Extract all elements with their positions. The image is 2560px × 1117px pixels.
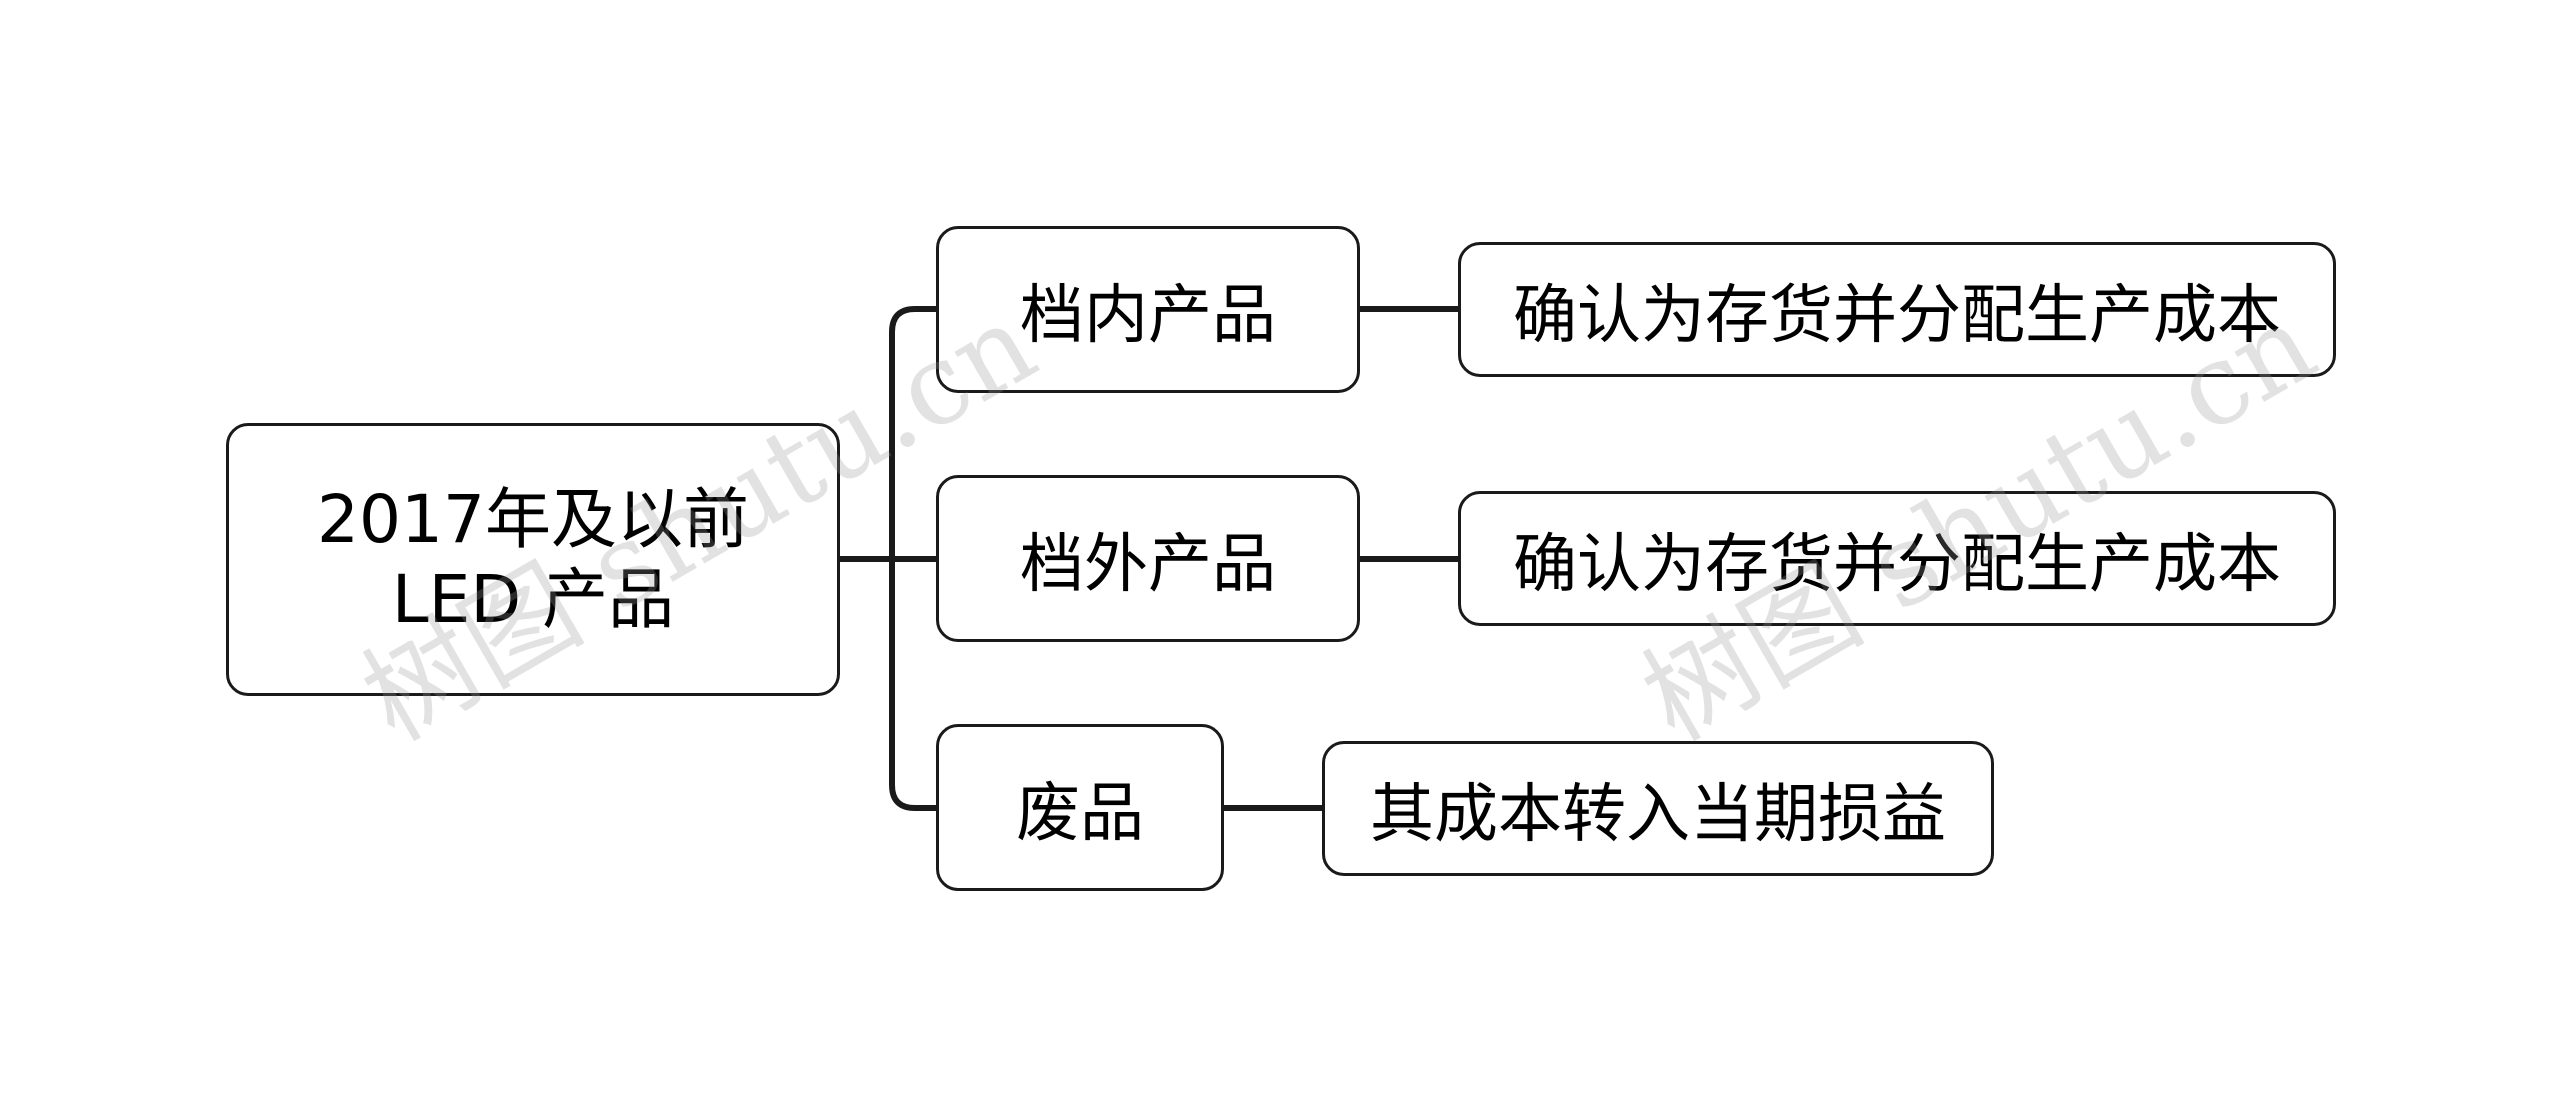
leaf-node-label: 其成本转入当期损益 — [1370, 777, 1946, 852]
branch-node-out-of-spec[interactable]: 档外产品 — [936, 475, 1360, 642]
branch-node-in-spec[interactable]: 档内产品 — [936, 226, 1360, 393]
leaf-node-scrap-detail[interactable]: 其成本转入当期损益 — [1322, 741, 1994, 876]
root-node-line2: LED 产品 — [391, 560, 675, 638]
branch-node-scrap[interactable]: 废品 — [936, 724, 1224, 891]
leaf-node-label: 确认为存货并分配生产成本 — [1513, 527, 2281, 602]
leaf-node-label: 确认为存货并分配生产成本 — [1513, 278, 2281, 353]
leaf-node-out-of-spec-detail[interactable]: 确认为存货并分配生产成本 — [1458, 491, 2336, 626]
branch-node-label: 废品 — [1016, 776, 1144, 851]
branch-node-label: 档内产品 — [1020, 278, 1276, 353]
root-node-line1: 2017年及以前 — [317, 481, 749, 559]
leaf-node-in-spec-detail[interactable]: 确认为存货并分配生产成本 — [1458, 242, 2336, 377]
branch-node-label: 档外产品 — [1020, 527, 1276, 602]
root-node[interactable]: 2017年及以前 LED 产品 — [226, 423, 840, 696]
